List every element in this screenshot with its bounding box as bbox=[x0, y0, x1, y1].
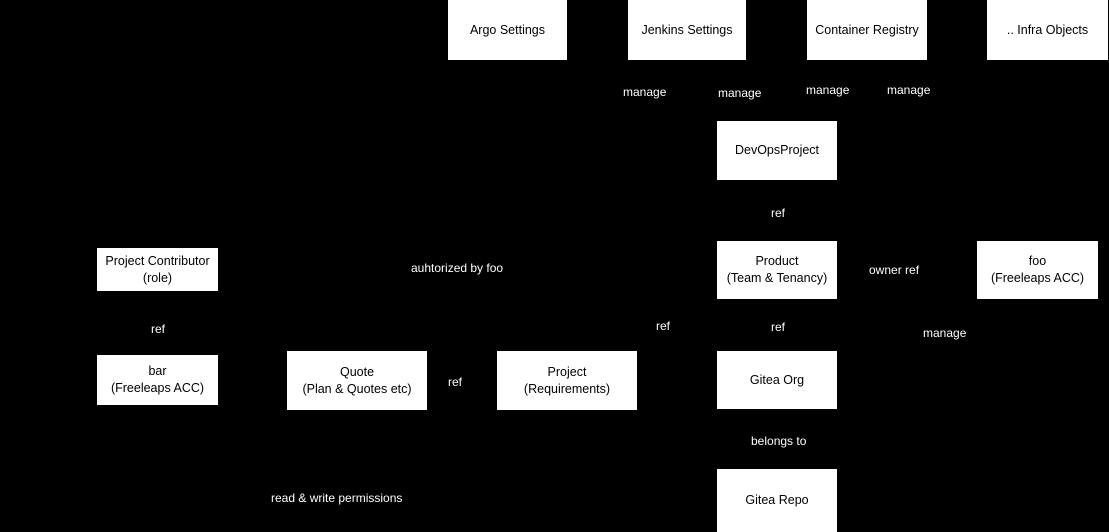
node-label: Project bbox=[547, 364, 587, 379]
edge-label-manage-foo-gitea: manage bbox=[922, 326, 968, 341]
edge-label-belongs-to: belongs to bbox=[750, 434, 808, 449]
node-devops-project: DevOpsProject bbox=[717, 121, 837, 180]
node-infra-objects: .. Infra Objects bbox=[987, 0, 1108, 60]
node-sublabel: (role) bbox=[142, 270, 173, 285]
edge-label-owner-ref: owner ref bbox=[868, 263, 921, 278]
node-label: Gitea Org bbox=[749, 372, 805, 387]
node-label: Argo Settings bbox=[469, 22, 546, 37]
node-label: Gitea Repo bbox=[745, 493, 809, 508]
node-project: Project (Requirements) bbox=[497, 351, 637, 410]
node-label: foo bbox=[1028, 254, 1047, 269]
node-sublabel: (Freeleaps ACC) bbox=[110, 381, 205, 395]
node-argo-settings: Argo Settings bbox=[448, 0, 567, 60]
node-sublabel: (Requirements) bbox=[523, 381, 611, 396]
node-quote: Quote (Plan & Quotes etc) bbox=[287, 351, 427, 410]
node-foo-account: foo (Freeleaps ACC) bbox=[977, 241, 1098, 299]
node-project-contributor: Project Contributor (role) bbox=[97, 248, 218, 291]
node-label: Jenkins Settings bbox=[641, 22, 733, 37]
edge-label-ref-quote-project: ref bbox=[447, 375, 464, 390]
edge-label-ref-contributor-bar: ref bbox=[150, 322, 167, 337]
node-label: DevOpsProject bbox=[734, 143, 820, 158]
edge-label-manage-jenkins: manage bbox=[717, 86, 763, 101]
node-label: Quote bbox=[339, 364, 375, 379]
node-product: Product (Team & Tenancy) bbox=[717, 241, 837, 299]
node-label: Project Contributor bbox=[105, 253, 210, 268]
edge-label-manage-argo: manage bbox=[622, 85, 668, 100]
node-jenkins-settings: Jenkins Settings bbox=[628, 0, 746, 60]
edge-label-ref-devops-product: ref bbox=[770, 206, 787, 221]
node-gitea-repo: Gitea Repo bbox=[717, 469, 837, 532]
node-sublabel: (Freeleaps ACC) bbox=[990, 271, 1085, 285]
node-gitea-org: Gitea Org bbox=[717, 351, 837, 409]
edge-label-ref-project-product: ref bbox=[655, 319, 672, 334]
node-container-registry: Container Registry bbox=[807, 0, 927, 60]
node-label: .. Infra Objects bbox=[1006, 22, 1089, 37]
edge-label-ref-product-gitea: ref bbox=[770, 320, 787, 335]
node-label: Container Registry bbox=[815, 22, 919, 37]
node-sublabel: (Team & Tenancy) bbox=[726, 271, 828, 285]
edge-label-read-write-permissions: read & write permissions bbox=[270, 491, 404, 506]
edge-label-manage-infra: manage bbox=[886, 83, 932, 98]
edge-label-authorized-by-foo: auhtorized by foo bbox=[410, 261, 505, 276]
node-label: Product bbox=[755, 254, 799, 269]
node-label: bar bbox=[148, 364, 167, 379]
edge-label-manage-registry: manage bbox=[805, 83, 851, 98]
node-sublabel: (Plan & Quotes etc) bbox=[302, 381, 412, 396]
node-bar-account: bar (Freeleaps ACC) bbox=[97, 355, 218, 405]
